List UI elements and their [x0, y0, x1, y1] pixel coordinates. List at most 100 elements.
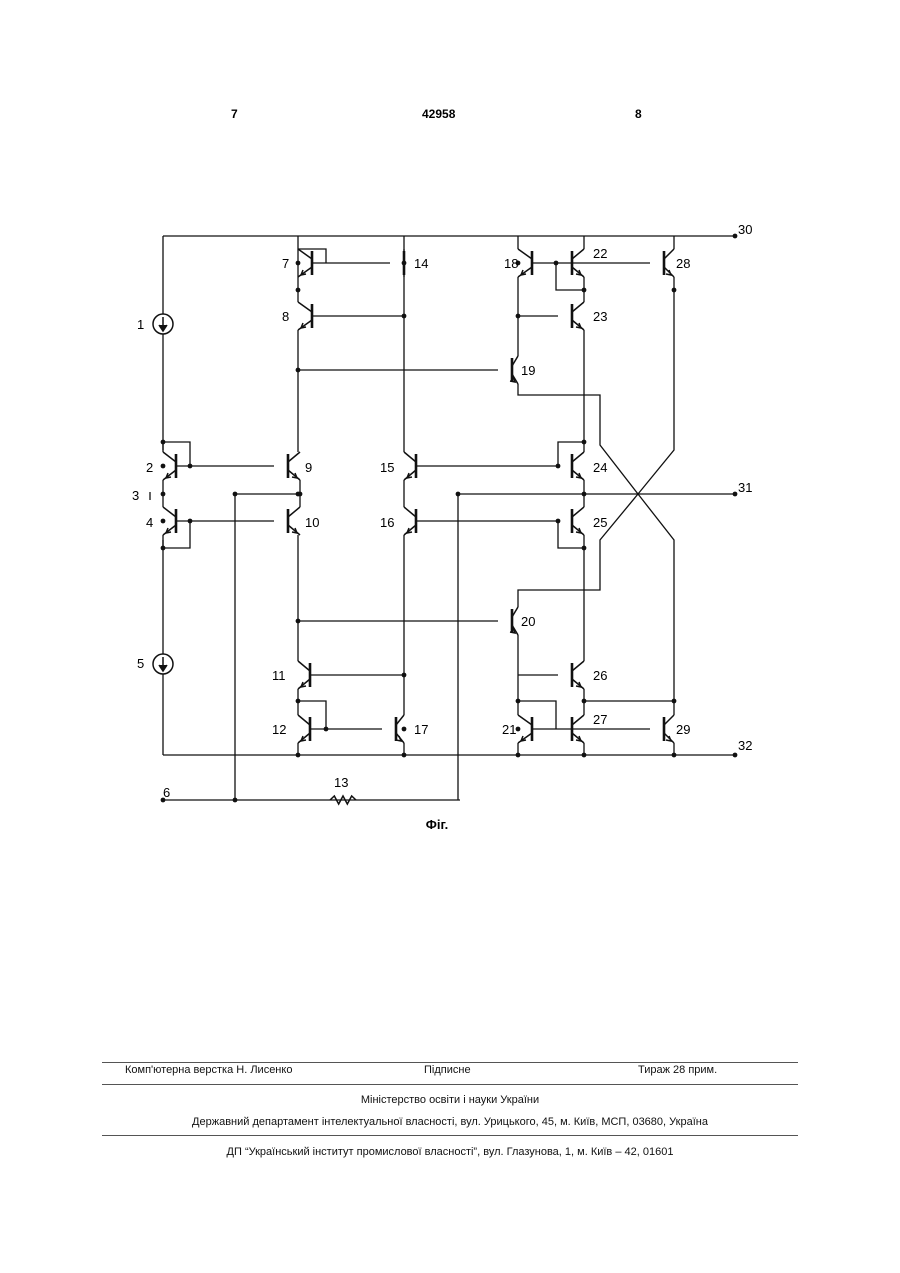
transistor-26	[572, 661, 584, 689]
wire-output-31	[458, 494, 735, 800]
component-label-27: 27	[593, 712, 607, 727]
junction-dot	[161, 492, 166, 497]
transistor-25	[572, 507, 584, 535]
junction-dot	[556, 464, 561, 469]
junction-dot	[516, 699, 521, 704]
junction-dot	[233, 798, 238, 803]
junction-dot	[582, 753, 587, 758]
wire-6-to-10	[235, 494, 300, 800]
junction-dot	[161, 440, 166, 445]
department-line: Державний департамент інтелектуальної вл…	[102, 1116, 798, 1128]
circuit-wires	[150, 236, 735, 800]
component-label-4: 4	[146, 515, 153, 530]
transistor-10	[288, 507, 300, 535]
junction-dot	[296, 368, 301, 373]
junction-dot	[296, 619, 301, 624]
junction-dot	[402, 727, 407, 732]
subscription-note: Підписне	[424, 1064, 471, 1076]
circuit-diagram: 1234567891011121314151617181920212223242…	[0, 0, 900, 850]
junction-dot	[456, 492, 461, 497]
junction-dot	[324, 727, 329, 732]
junction-dot	[161, 464, 166, 469]
junction-dot	[402, 753, 407, 758]
transistor-19	[510, 356, 518, 384]
wire-cross-b	[518, 384, 674, 715]
junction-dot	[733, 753, 738, 758]
junction-dot	[582, 699, 587, 704]
print-run: Тираж 28 прим.	[638, 1064, 717, 1076]
component-label-9: 9	[305, 460, 312, 475]
junction-dot	[672, 699, 677, 704]
footer-rule-top	[102, 1062, 798, 1063]
junction-dot	[582, 288, 587, 293]
component-label-17: 17	[414, 722, 428, 737]
transistor-16	[404, 507, 416, 535]
circuit-junctions	[161, 234, 738, 803]
current-source-5	[153, 654, 173, 674]
footer-rule-middle	[102, 1084, 798, 1085]
component-label-11: 11	[272, 668, 286, 683]
transistor-9	[288, 452, 300, 480]
transistor-23	[572, 302, 584, 330]
transistor-15	[404, 452, 416, 480]
component-label-20: 20	[521, 614, 535, 629]
junction-dot	[233, 492, 238, 497]
component-label-23: 23	[593, 309, 607, 324]
circuit-labels: 1234567891011121314151617181920212223242…	[132, 222, 752, 800]
footer-rule-bottom	[102, 1135, 798, 1136]
component-label-14: 14	[414, 256, 428, 271]
component-label-30: 30	[738, 222, 752, 237]
component-label-24: 24	[593, 460, 607, 475]
current-source-1	[153, 314, 173, 334]
component-label-1: 1	[137, 317, 144, 332]
junction-dot	[402, 673, 407, 678]
junction-dot	[161, 546, 166, 551]
junction-dot	[516, 753, 521, 758]
component-label-25: 25	[593, 515, 607, 530]
junction-dot	[672, 288, 677, 293]
transistor-12	[298, 715, 310, 743]
ministry-line: Міністерство освіти і науки України	[102, 1094, 798, 1106]
figure-caption: Фіг.	[426, 817, 448, 832]
wire-cross-a	[518, 277, 674, 607]
junction-dot	[582, 440, 587, 445]
component-label-3: 3	[132, 488, 139, 503]
transistor-29	[664, 715, 674, 743]
component-label-32: 32	[738, 738, 752, 753]
junction-dot	[296, 699, 301, 704]
component-label-5: 5	[137, 656, 144, 671]
junction-dot	[298, 492, 303, 497]
junction-dot	[161, 519, 166, 524]
component-label-19: 19	[521, 363, 535, 378]
component-label-7: 7	[282, 256, 289, 271]
wire-27-diode	[518, 701, 556, 729]
junction-dot	[672, 753, 677, 758]
component-label-13: 13	[334, 775, 348, 790]
junction-dot	[582, 546, 587, 551]
junction-dot	[188, 464, 193, 469]
component-label-10: 10	[305, 515, 319, 530]
transistor-20	[510, 607, 518, 635]
component-label-6: 6	[163, 785, 170, 800]
component-label-15: 15	[380, 460, 394, 475]
transistor-8	[298, 302, 312, 330]
wire-12-diode	[298, 701, 326, 729]
component-label-31: 31	[738, 480, 752, 495]
junction-dot	[733, 234, 738, 239]
transistor-28	[664, 249, 674, 277]
component-label-18: 18	[504, 256, 518, 271]
transistor-11	[298, 661, 310, 689]
junction-dot	[402, 261, 407, 266]
component-label-22: 22	[593, 246, 607, 261]
transistor-24	[572, 452, 584, 480]
component-label-29: 29	[676, 722, 690, 737]
component-label-16: 16	[380, 515, 394, 530]
junction-dot	[188, 519, 193, 524]
junction-dot	[296, 753, 301, 758]
junction-dot	[582, 492, 587, 497]
component-label-21: 21	[502, 722, 516, 737]
junction-dot	[733, 492, 738, 497]
institute-line: ДП “Український інститут промислової вла…	[102, 1146, 798, 1158]
junction-dot	[554, 261, 559, 266]
junction-dot	[296, 288, 301, 293]
